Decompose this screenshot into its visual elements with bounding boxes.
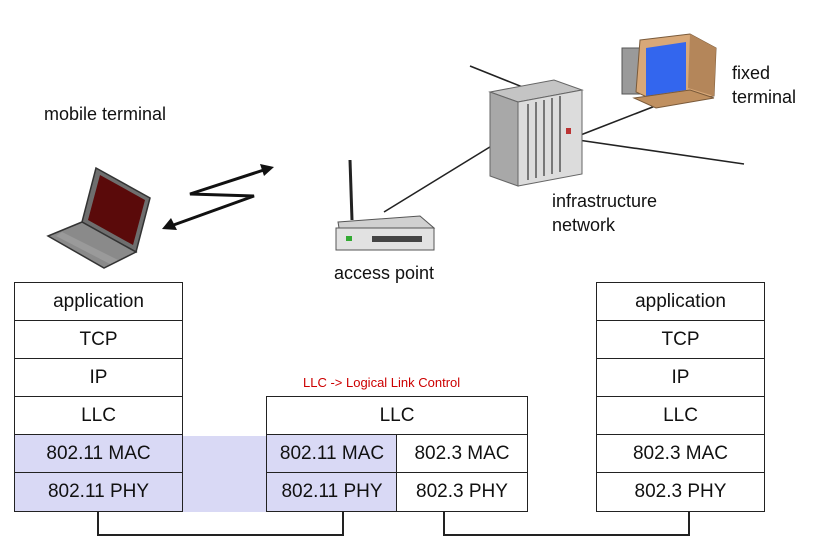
mobile-stack-tcp: TCP [14,320,183,360]
access-point-label: access point [334,263,435,283]
laptop-icon [46,166,151,269]
wireless-medium-band [182,436,268,512]
fixed-stack-llc: LLC [596,396,765,436]
llc-note: LLC -> Logical Link Control [303,375,461,390]
fixed-stack-application: application [596,282,765,322]
mobile-stack-mac: 802.11 MAC [14,434,183,474]
infrastructure-network-label-line1: infrastructure [552,191,658,211]
desktop-computer-icon [621,33,717,109]
access-point-icon [335,159,436,251]
fixed-terminal-label-line1: fixed [732,63,771,83]
fixed-stack-phy: 802.3 PHY [596,472,765,512]
cable-ap-switch [383,141,499,213]
bridge-stack-llc: LLC [266,396,528,436]
fixed-stack-mac: 802.3 MAC [596,434,765,474]
mobile-stack-ip: IP [14,358,183,398]
bridge-stack-wired-mac: 802.3 MAC [396,434,528,474]
mobile-stack-phy: 802.11 PHY [14,472,183,512]
mobile-stack-llc: LLC [14,396,183,436]
fixed-stack-tcp: TCP [596,320,765,360]
mobile-terminal-label: mobile terminal [44,104,167,124]
fixed-stack-ip: IP [596,358,765,398]
infrastructure-network-label-line2: network [552,215,616,235]
mobile-stack-application: application [14,282,183,322]
fixed-terminal-label-line2: terminal [732,87,797,107]
switch-rack-icon [488,79,584,187]
bridge-stack-wireless-phy: 802.11 PHY [266,472,398,512]
wireless-link-icon [162,164,274,230]
cable-lower-right [577,139,745,165]
bridge-stack-wireless-mac: 802.11 MAC [266,434,398,474]
bridge-stack-wired-phy: 802.3 PHY [396,472,528,512]
